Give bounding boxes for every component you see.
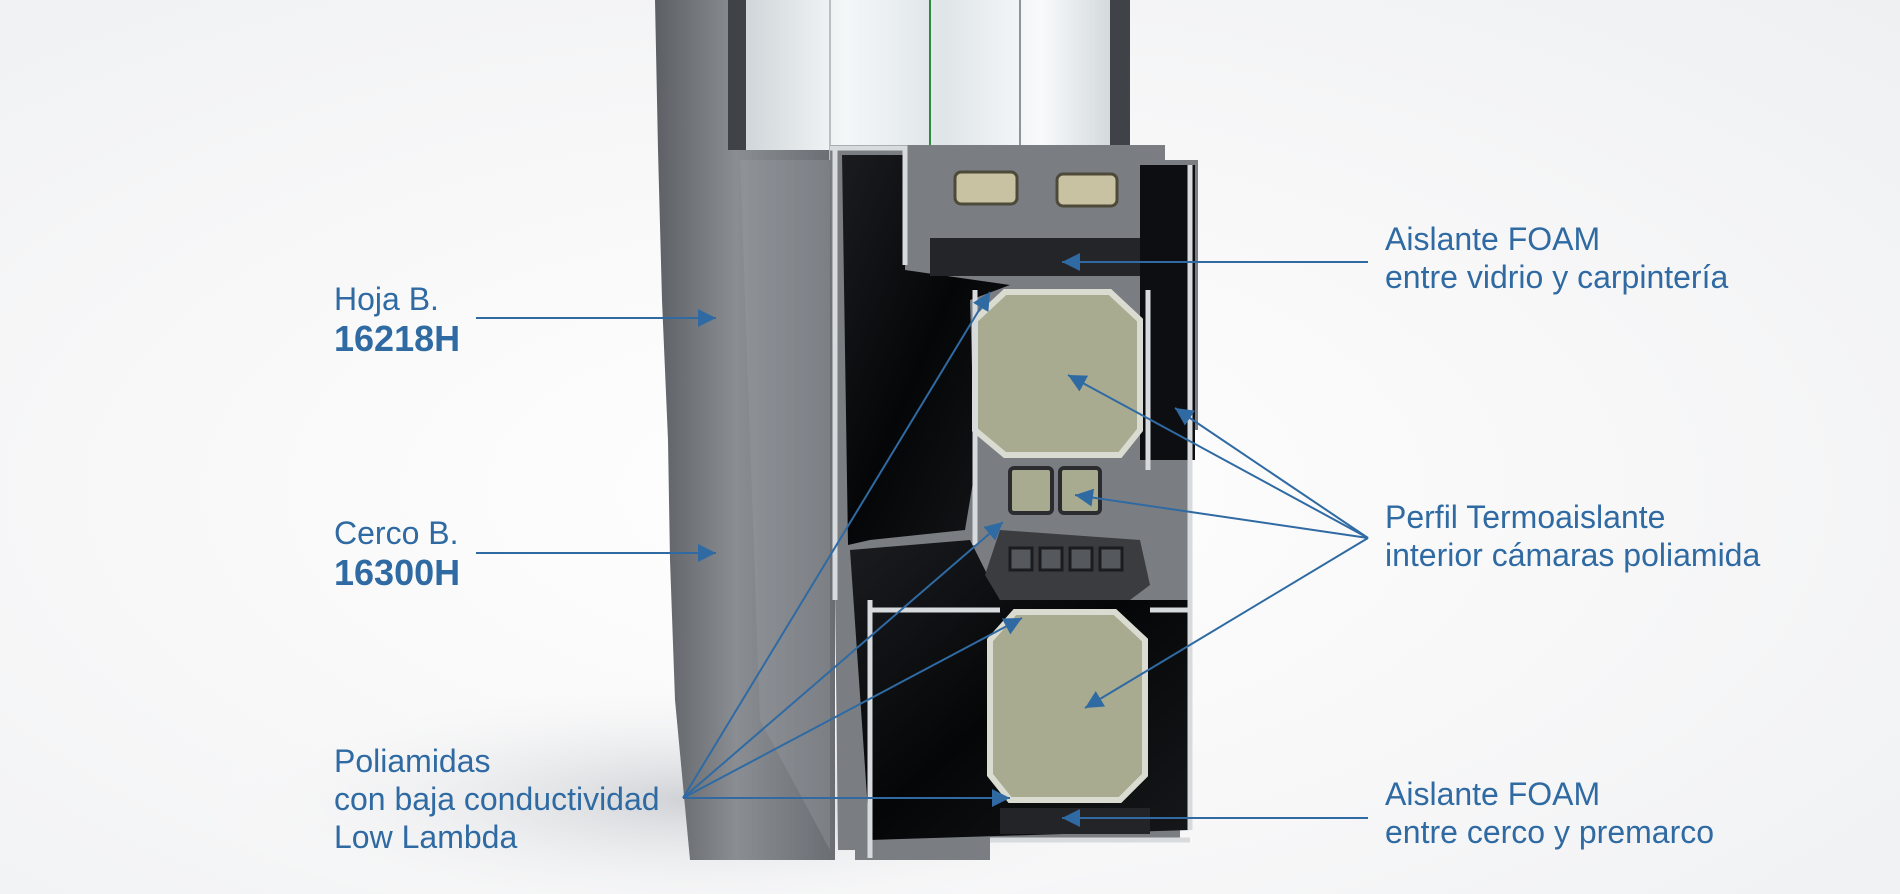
polyamide-cell-right: [1058, 466, 1102, 515]
leader-perfil-2: [1074, 488, 1369, 539]
poliamidas-line1: Poliamidas: [334, 743, 491, 779]
foam-bottom-strip: [1000, 808, 1150, 834]
label-perfil: Perfil Termoaislante interior cámaras po…: [1385, 498, 1760, 574]
foam-bottom-line2: entre cerco y premarco: [1385, 814, 1715, 850]
perfil-line1: Perfil Termoaislante: [1385, 499, 1666, 535]
glass-frame-left: [728, 0, 746, 150]
foam-glass-strip: [930, 238, 1140, 276]
foam-bottom-line1: Aislante FOAM: [1385, 776, 1601, 812]
label-poliamidas: Poliamidas con baja conductividad Low La…: [334, 742, 660, 856]
label-foam-top: Aislante FOAM entre vidrio y carpintería: [1385, 220, 1728, 296]
profile-chamber-dark: [842, 155, 1010, 545]
foam-top-line1: Aislante FOAM: [1385, 221, 1601, 257]
glass-spacer-left: [953, 170, 1019, 206]
hoja-title: Hoja B.: [334, 281, 439, 317]
polyamide-grid: [1008, 546, 1124, 572]
leader-perfil-4: [1067, 374, 1369, 539]
right-chamber-dark: [1140, 165, 1195, 460]
label-cerco: Cerco B. 16300H: [334, 514, 460, 594]
perfil-line2: interior cámaras poliamida: [1385, 537, 1761, 573]
polyamide-cell-left: [1008, 466, 1054, 515]
leader-poli-2: [682, 521, 1004, 799]
leader-perfil-3: [1084, 537, 1369, 709]
cerco-code: 16300H: [334, 552, 461, 593]
label-hoja: Hoja B. 16218H: [334, 280, 460, 360]
leader-lines: [476, 253, 1369, 827]
profile-side-face: [655, 0, 835, 860]
glass-frame-right: [1110, 0, 1130, 150]
poliamidas-line2: con baja conductividad: [334, 781, 660, 817]
leader-poli-1: [682, 291, 991, 799]
side-face-highlight: [740, 160, 830, 850]
glass-pane: [728, 0, 1120, 150]
leader-perfil-1: [1174, 407, 1369, 539]
label-foam-bottom: Aislante FOAM entre cerco y premarco: [1385, 775, 1714, 851]
foam-lower: [987, 609, 1148, 803]
foam-top-line2: entre vidrio y carpintería: [1385, 259, 1729, 295]
poliamidas-line3: Low Lambda: [334, 819, 518, 855]
hoja-code: 16218H: [334, 318, 461, 359]
aluminium-walls: [830, 145, 1193, 858]
cerco-title: Cerco B.: [334, 515, 459, 551]
leader-poli-3: [682, 617, 1023, 799]
foam-upper: [972, 289, 1143, 458]
glass-spacer-right: [1055, 172, 1119, 208]
